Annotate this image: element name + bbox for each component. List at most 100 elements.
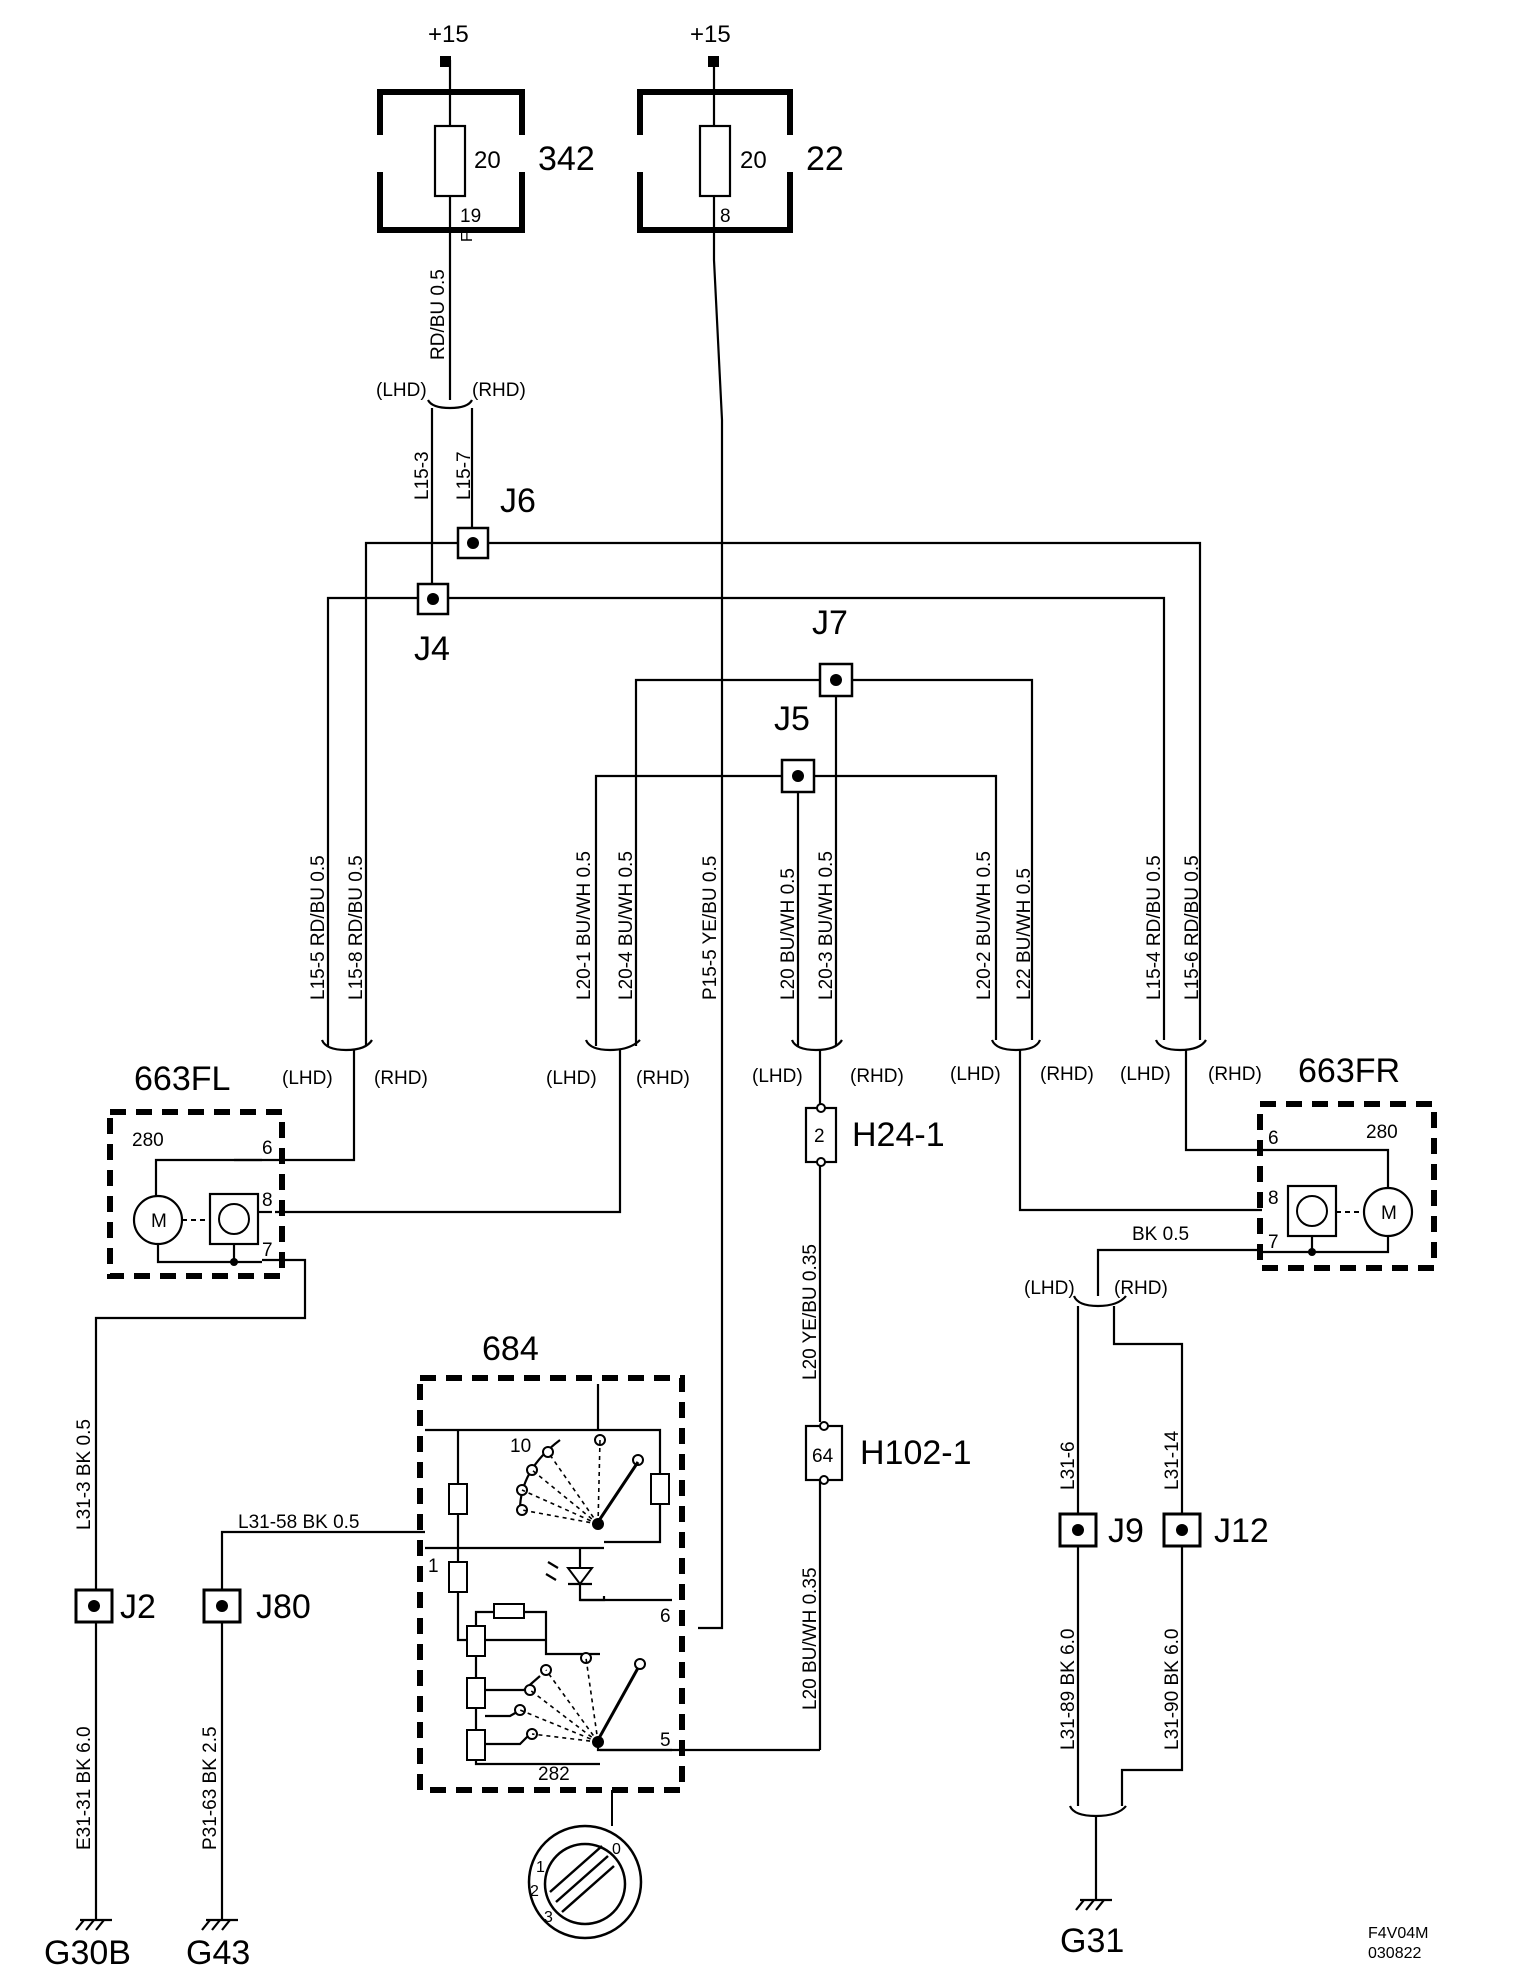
ground-G31-label: G31 bbox=[1060, 1922, 1124, 1960]
wire-label-p15-5: P15-5 YE/BU 0.5 bbox=[700, 856, 721, 1000]
rhd-label-5: (RHD) bbox=[1208, 1064, 1262, 1085]
lhd-label-1: (LHD) bbox=[282, 1068, 333, 1089]
ground-G31: G31 bbox=[1060, 1898, 1124, 1960]
ground-G30B-label: G30B bbox=[44, 1934, 131, 1972]
motor-663FL: 663FL 280 M 6 8 7 bbox=[107, 1060, 285, 1279]
junction-J4: J4 bbox=[414, 582, 450, 668]
junction-J2: J2 bbox=[74, 1588, 156, 1626]
motor-663FR: 663FR 280 M 6 8 7 bbox=[1257, 1052, 1437, 1271]
dial-mark-3: 3 bbox=[544, 1909, 553, 1926]
motor-663FL-num: 280 bbox=[132, 1130, 164, 1151]
junction-J12-label: J12 bbox=[1214, 1512, 1269, 1550]
wire-label-l31-90: L31-90 BK 6.0 bbox=[1162, 1629, 1183, 1750]
lhd-label-top: (LHD) bbox=[376, 380, 427, 401]
fuse-342-pin: 19 bbox=[460, 206, 481, 227]
fuse-342-rating: 20 bbox=[474, 147, 501, 174]
junction-J6: J6 bbox=[456, 482, 536, 560]
connector-H102-1-label: H102-1 bbox=[860, 1434, 972, 1472]
wire-label-ye-bu: L20 YE/BU 0.35 bbox=[800, 1244, 821, 1380]
motor-663FR-pin7: 7 bbox=[1268, 1232, 1279, 1253]
switch-684-pin1: 1 bbox=[428, 1556, 439, 1577]
rhd-label-6: (RHD) bbox=[1114, 1278, 1168, 1299]
wire-label-l31-89: L31-89 BK 6.0 bbox=[1058, 1629, 1079, 1750]
junction-J5-label: J5 bbox=[774, 700, 810, 738]
rhd-label-1: (RHD) bbox=[374, 1068, 428, 1089]
doc-code: F4V04M bbox=[1368, 1925, 1428, 1942]
wire-label-l20-2: L20-2 BU/WH 0.5 bbox=[974, 851, 995, 1000]
motor-663FL-pin7: 7 bbox=[262, 1240, 273, 1261]
fuse-342-id: 342 bbox=[538, 140, 595, 178]
lhd-label-6: (LHD) bbox=[1024, 1278, 1075, 1299]
fuse-342: 20 342 19 F bbox=[377, 89, 595, 242]
wire-label-l20-4: L20-4 BU/WH 0.5 bbox=[616, 851, 637, 1000]
ground-G43: G43 bbox=[186, 1918, 250, 1972]
rhd-label-4: (RHD) bbox=[1040, 1064, 1094, 1085]
lhd-label-2: (LHD) bbox=[546, 1068, 597, 1089]
junction-J4-label: J4 bbox=[414, 630, 450, 668]
wire-label-bk05: BK 0.5 bbox=[1132, 1224, 1189, 1245]
junction-J5: J5 bbox=[774, 700, 816, 794]
lhd-label-5: (LHD) bbox=[1120, 1064, 1171, 1085]
wire-label-bu-wh-035: L20 BU/WH 0.35 bbox=[800, 1567, 821, 1710]
switch-dial-icon: 0 1 2 3 bbox=[527, 1824, 643, 1940]
wire-label-e31-31: E31-31 BK 6.0 bbox=[74, 1726, 95, 1850]
fuse-22-pin: 8 bbox=[720, 206, 731, 227]
connector-H102-1-pin: 64 bbox=[812, 1446, 834, 1467]
switch-684-num-bottom: 282 bbox=[538, 1764, 570, 1785]
wire-label-l15-7: L15-7 bbox=[454, 451, 475, 500]
wire-label-l31-14: L31-14 bbox=[1162, 1430, 1183, 1490]
motor-663FR-id: 663FR bbox=[1298, 1052, 1400, 1090]
rhd-label-3: (RHD) bbox=[850, 1066, 904, 1087]
dial-mark-2: 2 bbox=[530, 1883, 539, 1900]
doc-date: 030822 bbox=[1368, 1945, 1421, 1962]
wire-label-l15-3: L15-3 bbox=[412, 451, 433, 500]
supply-left-terminal bbox=[440, 56, 451, 67]
switch-684-pin6: 6 bbox=[660, 1606, 671, 1627]
wire-label-l20-3: L20-3 BU/WH 0.5 bbox=[816, 851, 837, 1000]
fuse-22-rating: 20 bbox=[740, 147, 767, 174]
wire-label-l31-3: L31-3 BK 0.5 bbox=[74, 1419, 95, 1530]
connector-H24-1: 2 H24-1 bbox=[804, 1103, 945, 1167]
motor-663FR-m: M bbox=[1381, 1203, 1397, 1224]
motor-663FR-pin6: 6 bbox=[1268, 1128, 1279, 1149]
fuse-342-pin-mark: F bbox=[459, 232, 476, 242]
connector-H102-1: 64 H102-1 bbox=[804, 1421, 972, 1485]
lhd-label-3: (LHD) bbox=[752, 1066, 803, 1087]
wire-label-l20: L20 BU/WH 0.5 bbox=[778, 868, 799, 1000]
ground-G43-label: G43 bbox=[186, 1934, 250, 1972]
wire-label-l15-5: L15-5 RD/BU 0.5 bbox=[308, 855, 329, 1000]
motor-663FL-id: 663FL bbox=[134, 1060, 230, 1098]
junction-J80: J80 bbox=[202, 1588, 311, 1626]
wire-label-l15-4: L15-4 RD/BU 0.5 bbox=[1144, 855, 1165, 1000]
switch-684-pin5: 5 bbox=[660, 1730, 671, 1751]
wire-label-l22: L22 BU/WH 0.5 bbox=[1014, 868, 1035, 1000]
connector-H24-1-label: H24-1 bbox=[852, 1116, 945, 1154]
junction-J9: J9 bbox=[1058, 1512, 1144, 1550]
wire-label-p31-63: P31-63 BK 2.5 bbox=[200, 1726, 221, 1850]
switch-684-id: 684 bbox=[482, 1330, 539, 1368]
dial-mark-0: 0 bbox=[612, 1841, 621, 1858]
wire-label-l15-8: L15-8 RD/BU 0.5 bbox=[346, 855, 367, 1000]
motor-663FL-m: M bbox=[151, 1211, 167, 1232]
wire-label-l15-6: L15-6 RD/BU 0.5 bbox=[1182, 855, 1203, 1000]
rhd-label-2: (RHD) bbox=[636, 1068, 690, 1089]
wire-label-top: RD/BU 0.5 bbox=[428, 269, 449, 360]
connector-H24-1-pin: 2 bbox=[814, 1126, 825, 1147]
motor-663FR-pin8: 8 bbox=[1268, 1188, 1279, 1209]
dial-mark-1: 1 bbox=[536, 1859, 545, 1876]
lhd-label-4: (LHD) bbox=[950, 1064, 1001, 1085]
lhd-rhd-labels: (LHD) (RHD) (LHD) (RHD) (LHD) (RHD) (LHD… bbox=[282, 380, 1262, 1299]
junction-J80-label: J80 bbox=[256, 1588, 311, 1626]
ground-G30B: G30B bbox=[44, 1918, 131, 1972]
fuse-22: 20 22 8 bbox=[637, 89, 844, 233]
supply-right-label: +15 bbox=[690, 21, 731, 48]
motor-663FR-num: 280 bbox=[1366, 1122, 1398, 1143]
junction-J6-label: J6 bbox=[500, 482, 536, 520]
motor-663FL-pin8: 8 bbox=[262, 1190, 273, 1211]
junction-J12: J12 bbox=[1162, 1512, 1269, 1550]
wire-labels: RD/BU 0.5 L15-3 L15-7 L15-5 RD/BU 0.5 L1… bbox=[74, 269, 1203, 1850]
wire-label-l31-58: L31-58 BK 0.5 bbox=[238, 1512, 359, 1533]
wire-label-l31-6: L31-6 bbox=[1058, 1441, 1079, 1490]
junction-J2-label: J2 bbox=[120, 1588, 156, 1626]
